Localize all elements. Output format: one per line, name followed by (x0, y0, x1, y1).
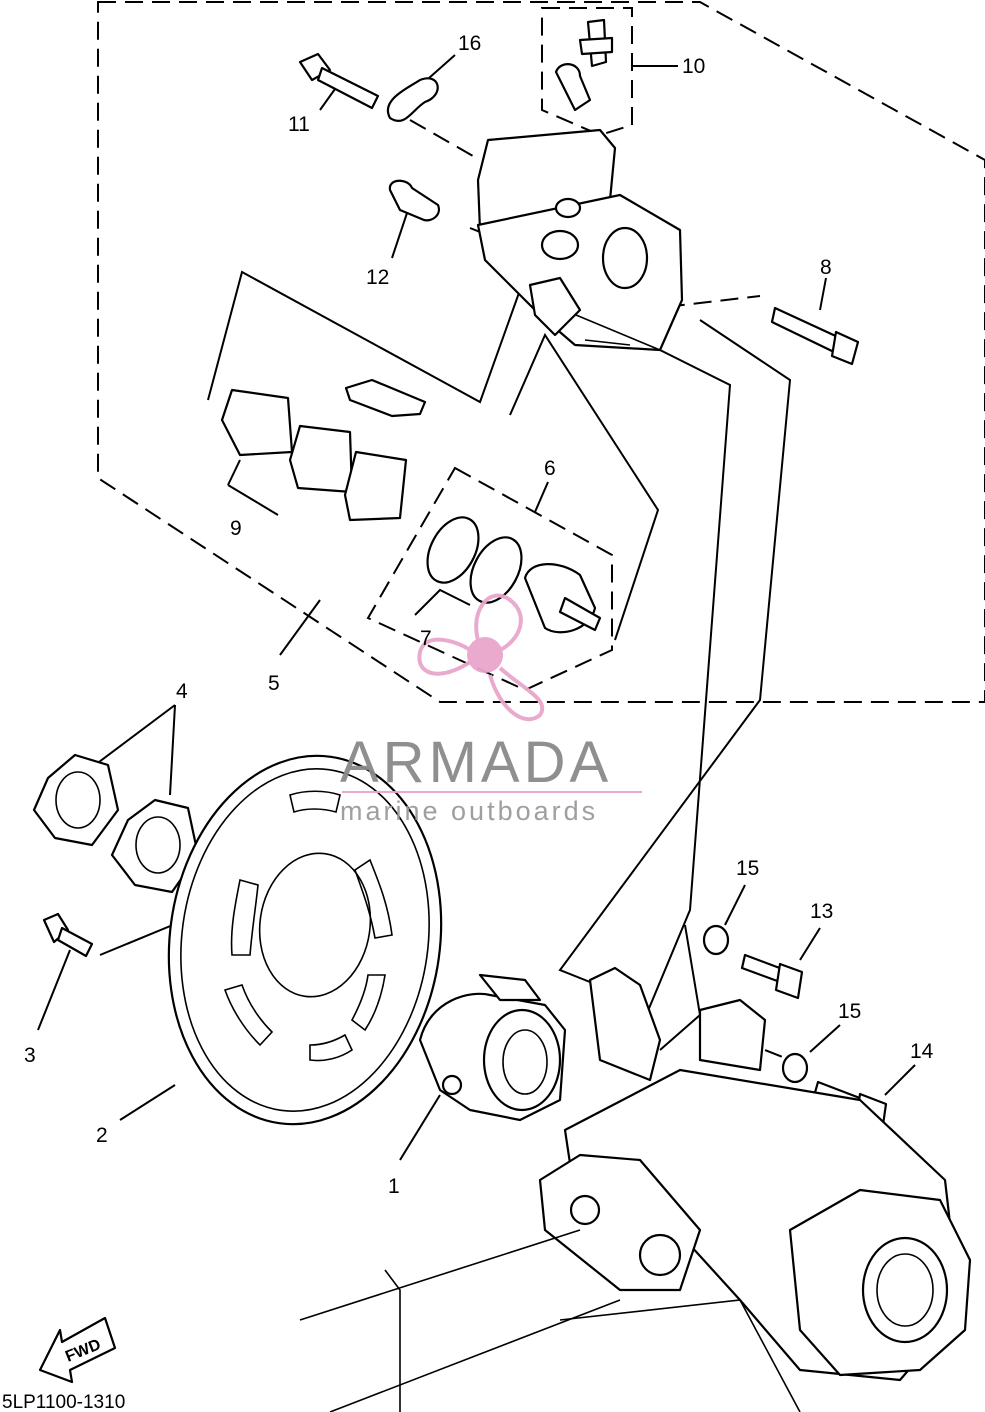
bracket-bolt-13 (740, 953, 804, 1000)
callout-8: 8 (820, 256, 832, 279)
callout-12: 12 (366, 266, 389, 289)
caliper-piston-6 (523, 563, 602, 634)
armada-watermark: ARMADA marine outboards (340, 593, 642, 826)
callout-15b: 15 (838, 1000, 861, 1023)
pin-bolt-11 (298, 52, 380, 110)
caliper-assembly-boundary (97, 0, 985, 703)
watermark-tagline: marine outboards (340, 796, 598, 826)
callout-15a: 15 (736, 857, 759, 880)
pin-12 (388, 179, 440, 222)
disc-bolt-3 (42, 912, 94, 958)
swingarm-bracket (299, 966, 972, 1412)
propeller-blade-icon (417, 637, 472, 676)
callout-13: 13 (810, 900, 833, 923)
propeller-hub-icon (467, 637, 503, 673)
brake-pads-9 (220, 378, 427, 522)
leader-line (534, 481, 549, 513)
leader-line (799, 927, 821, 961)
lock-washer-16 (386, 77, 439, 122)
callout-10: 10 (682, 55, 705, 78)
propeller-blade-icon (474, 593, 523, 652)
callout-16: 16 (458, 32, 481, 55)
leader-line (37, 949, 71, 1031)
leader-line (809, 1024, 841, 1053)
disc-bolt-line (99, 921, 181, 956)
callout-11: 11 (288, 113, 310, 136)
brake-caliper-body (476, 128, 684, 352)
callout-7: 7 (420, 627, 432, 650)
leader-line (819, 277, 827, 311)
axle-nut-4a (32, 753, 120, 847)
leader-line (884, 1064, 916, 1096)
leader-line (399, 1094, 441, 1161)
bleed-screw-10 (554, 18, 614, 112)
washer-15a (702, 924, 730, 956)
fwd-arrow-icon: FWD (38, 1316, 117, 1384)
leader-line (391, 209, 409, 259)
callout-14: 14 (910, 1040, 934, 1063)
piston-seal-7b (469, 536, 523, 604)
caliper-bolt-8 (770, 306, 860, 366)
bolt-bracket (659, 924, 702, 1051)
callout-5: 5 (268, 672, 280, 695)
piston-bracket (509, 332, 660, 641)
caliper-to-bracket-line (639, 349, 732, 1031)
propeller-blade-icon (488, 666, 545, 722)
callout-4: 4 (176, 680, 188, 703)
caliper-to-bracket-line (558, 319, 792, 991)
brake-disc-2 (167, 754, 443, 1126)
watermark-brand: ARMADA (340, 730, 612, 795)
bleed-screw-boundary (541, 7, 633, 137)
callout-2: 2 (96, 1124, 108, 1147)
piston-assembly-boundary (366, 466, 613, 692)
leader-line (414, 588, 471, 616)
alignment-line (639, 295, 761, 311)
leader-line (724, 884, 746, 926)
washer-15b (781, 1052, 809, 1084)
wheel-hub-1 (418, 973, 567, 1122)
leader-line (227, 459, 279, 516)
callout-6: 6 (544, 457, 556, 480)
pad-group-bracket (207, 270, 521, 404)
callout-3: 3 (24, 1044, 36, 1067)
piston-seal-7a (426, 516, 480, 584)
callout-9: 9 (230, 517, 242, 540)
diagram-code: 5LP1100-1310 (2, 1392, 125, 1412)
alignment-line (409, 119, 481, 161)
callout-1: 1 (388, 1175, 400, 1198)
leader-line (94, 704, 176, 796)
leader-line (279, 599, 321, 656)
leader-line (119, 1084, 176, 1121)
